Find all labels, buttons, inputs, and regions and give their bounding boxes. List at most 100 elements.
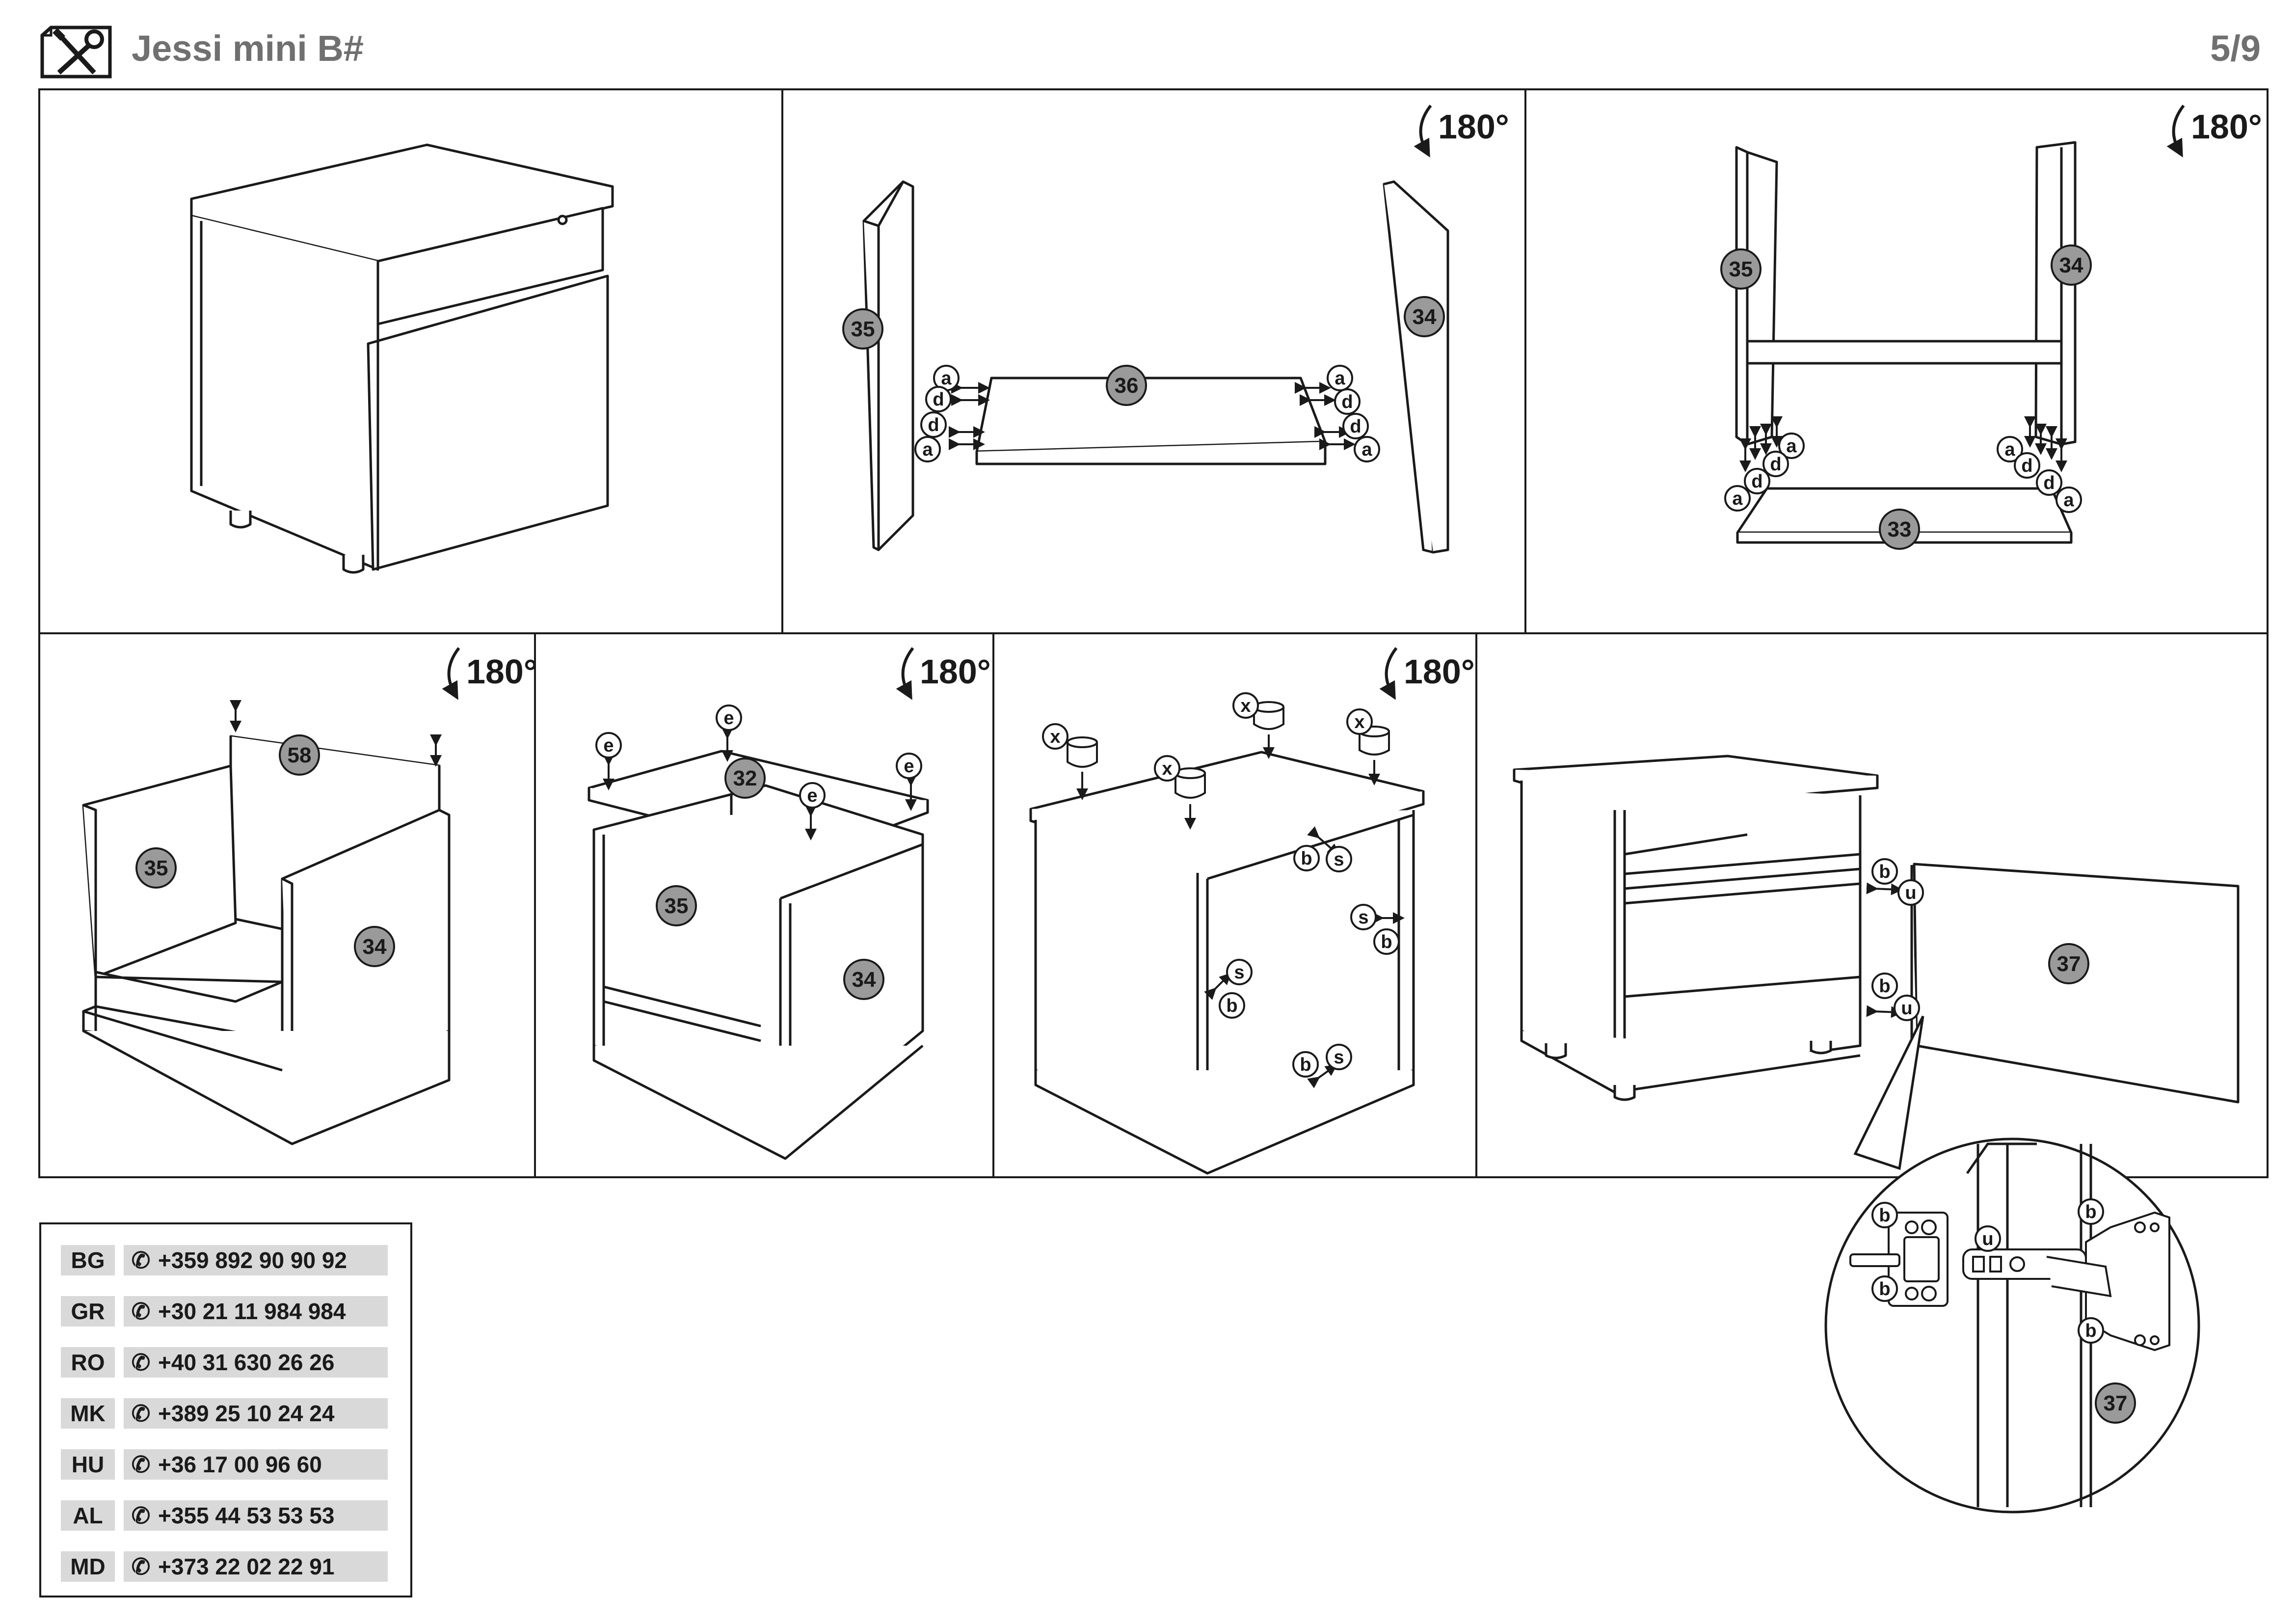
hardware-label-a: a bbox=[941, 368, 952, 389]
hardware-label-e: e bbox=[904, 756, 914, 777]
hardware-label-d: d bbox=[2043, 473, 2055, 493]
hardware-label-b: b bbox=[1879, 976, 1890, 997]
hardware-label-u: u bbox=[1982, 1229, 1993, 1249]
hardware-label-d: d bbox=[1350, 416, 1361, 437]
hardware-label-b: b bbox=[1300, 1055, 1311, 1075]
part-badges: 35 34 36 35 34 33 58 35 34 32 35 34 37 3… bbox=[135, 244, 2136, 1424]
part-label-34: 34 bbox=[852, 968, 876, 992]
phone-cell: ✆ +373 22 02 22 91 bbox=[124, 1551, 388, 1582]
country-code: MK bbox=[61, 1398, 115, 1429]
part-label-58: 58 bbox=[288, 743, 312, 767]
part-label-36: 36 bbox=[1115, 374, 1139, 398]
hardware-label-s: s bbox=[1234, 962, 1244, 983]
part-label-35: 35 bbox=[665, 894, 689, 918]
part-label-35: 35 bbox=[851, 317, 875, 341]
part-label-37: 37 bbox=[2057, 952, 2081, 976]
hardware-label-d: d bbox=[928, 415, 939, 435]
step-side-panels-shelf bbox=[862, 180, 1449, 554]
part-label-35: 35 bbox=[1729, 257, 1753, 281]
hardware-label-e: e bbox=[603, 735, 614, 756]
step-top-panel bbox=[587, 728, 929, 1160]
hardware-badges: a d d a a d d a a d d a a d d a e e e e … bbox=[595, 365, 2104, 1344]
rotate-180-label: 180° bbox=[466, 652, 537, 691]
hardware-label-x: x bbox=[1050, 727, 1060, 747]
hardware-label-a: a bbox=[1732, 488, 1743, 509]
hardware-label-e: e bbox=[807, 785, 817, 806]
hardware-label-d: d bbox=[2021, 456, 2032, 476]
hardware-label-u: u bbox=[1905, 883, 1916, 903]
phone-number: +30 21 11 984 984 bbox=[158, 1299, 346, 1324]
rotate-180-label: 180° bbox=[920, 652, 991, 691]
rotate-180-indicators bbox=[442, 105, 2185, 700]
support-contacts-table: BG ✆ +359 892 90 90 92 GR ✆ +30 21 11 984 … bbox=[39, 1222, 412, 1597]
hardware-label-b: b bbox=[1879, 862, 1890, 882]
hardware-label-s: s bbox=[1358, 907, 1368, 928]
hardware-label-x: x bbox=[1162, 758, 1172, 779]
hardware-label-d: d bbox=[1341, 392, 1353, 412]
hardware-label-d: d bbox=[1751, 471, 1762, 492]
phone-icon: ✆ bbox=[131, 1350, 151, 1375]
tools-icon bbox=[39, 26, 113, 81]
country-code: HU bbox=[61, 1449, 115, 1480]
phone-number: +40 31 630 26 26 bbox=[158, 1350, 335, 1375]
phone-number: +359 892 90 90 92 bbox=[158, 1247, 347, 1273]
hardware-label-u: u bbox=[1901, 998, 1912, 1019]
part-label-37: 37 bbox=[2104, 1391, 2128, 1415]
step-finished-cabinet bbox=[190, 143, 614, 574]
hardware-label-a: a bbox=[1335, 368, 1345, 389]
step-bottom-panel bbox=[1735, 141, 2077, 544]
hardware-label-x: x bbox=[1240, 696, 1251, 716]
contact-row: HU ✆+36 17 00 96 60 bbox=[61, 1449, 388, 1480]
country-code: GR bbox=[61, 1296, 115, 1326]
phone-icon: ✆ bbox=[131, 1401, 151, 1426]
phone-number: +389 25 10 24 24 bbox=[158, 1401, 335, 1426]
country-code: RO bbox=[61, 1347, 115, 1378]
country-code: MD bbox=[61, 1551, 115, 1582]
rotate-180-label: 180° bbox=[1404, 652, 1475, 691]
phone-number: +36 17 00 96 60 bbox=[158, 1452, 322, 1477]
phone-cell: ✆+36 17 00 96 60 bbox=[124, 1449, 388, 1480]
country-code: BG bbox=[61, 1245, 115, 1275]
contact-row: BG ✆ +359 892 90 90 92 bbox=[61, 1245, 388, 1275]
phone-number: +373 22 02 22 91 bbox=[158, 1554, 335, 1579]
hardware-label-b: b bbox=[1381, 932, 1392, 952]
hardware-label-b: b bbox=[1226, 996, 1237, 1016]
phone-icon: ✆ bbox=[131, 1247, 151, 1273]
phone-icon: ✆ bbox=[131, 1299, 151, 1324]
rotate-180-label: 180° bbox=[1438, 108, 1509, 146]
contact-row: RO ✆ +40 31 630 26 26 bbox=[61, 1347, 388, 1378]
hardware-label-s: s bbox=[1334, 1047, 1344, 1068]
contact-row: MK ✆ +389 25 10 24 24 bbox=[61, 1398, 388, 1429]
hardware-label-b: b bbox=[1879, 1205, 1890, 1226]
part-label-34: 34 bbox=[2059, 253, 2083, 277]
page-header: Jessi mini B# 5/9 bbox=[0, 0, 2296, 88]
hardware-label-d: d bbox=[1770, 454, 1781, 475]
hardware-label-s: s bbox=[1334, 849, 1344, 870]
hardware-label-x: x bbox=[1354, 712, 1364, 732]
contact-row: AL ✆ +355 44 53 53 53 bbox=[61, 1500, 388, 1531]
hardware-label-b: b bbox=[1879, 1279, 1890, 1299]
step-back-panel bbox=[82, 700, 451, 1145]
country-code: AL bbox=[61, 1500, 115, 1531]
part-label-33: 33 bbox=[1888, 517, 1912, 541]
step-feet-bolts bbox=[1029, 701, 1425, 1175]
phone-cell: ✆ +40 31 630 26 26 bbox=[124, 1347, 388, 1378]
hardware-label-a: a bbox=[1362, 439, 1372, 460]
hardware-label-a: a bbox=[922, 439, 933, 460]
part-label-34: 34 bbox=[363, 935, 387, 959]
step-grid bbox=[38, 88, 2269, 1178]
phone-icon: ✆ bbox=[131, 1554, 151, 1579]
contact-row: GR ✆ +30 21 11 984 984 bbox=[61, 1296, 388, 1326]
page-number: 5/9 bbox=[2210, 28, 2261, 69]
document-title: Jessi mini B# bbox=[132, 28, 364, 69]
phone-number: +355 44 53 53 53 bbox=[158, 1503, 335, 1528]
phone-cell: ✆ +30 21 11 984 984 bbox=[124, 1296, 388, 1326]
hardware-label-b: b bbox=[2085, 1202, 2096, 1222]
rotate-180-label: 180° bbox=[2191, 108, 2262, 146]
phone-icon: ✆ bbox=[131, 1503, 151, 1528]
part-label-34: 34 bbox=[1413, 305, 1437, 329]
phone-cell: ✆ +355 44 53 53 53 bbox=[124, 1500, 388, 1531]
part-label-32: 32 bbox=[733, 766, 757, 790]
hardware-label-a: a bbox=[1786, 436, 1797, 457]
part-label-35: 35 bbox=[144, 856, 168, 880]
